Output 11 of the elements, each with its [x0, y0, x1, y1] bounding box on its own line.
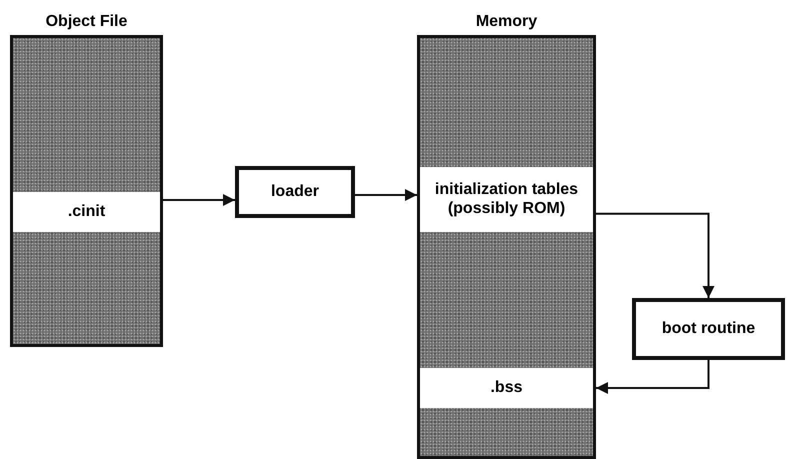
arrow	[355, 189, 417, 201]
memory-section: .bss	[420, 368, 593, 408]
arrow	[596, 360, 710, 394]
arrow	[163, 194, 235, 206]
memory-section: initialization tables (possibly ROM)	[420, 167, 593, 232]
memory-section: .cinit	[13, 192, 160, 232]
column-heading: Memory	[476, 12, 538, 30]
process-box: loader	[235, 166, 355, 218]
arrow	[596, 212, 714, 298]
column-heading: Object File	[46, 12, 128, 30]
process-box: boot routine	[632, 298, 785, 360]
